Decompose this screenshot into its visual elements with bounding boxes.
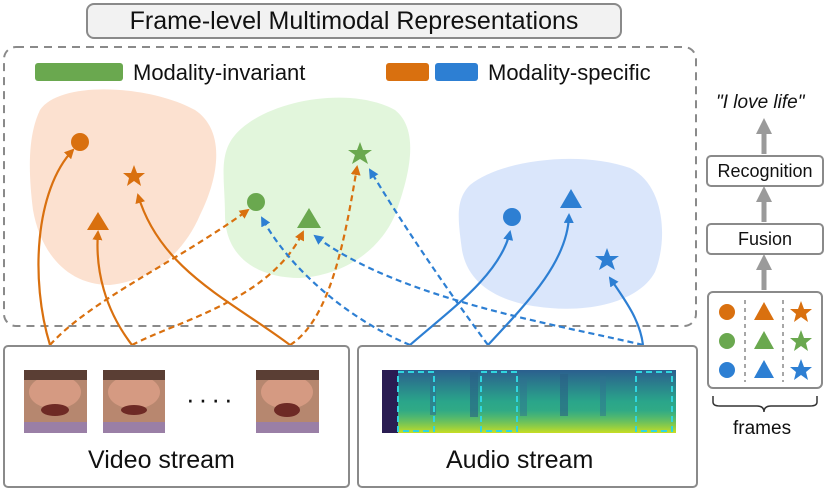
fusion-box: Fusion (706, 223, 824, 255)
recognition-output-text: "I love life" (716, 92, 805, 113)
video-frame-thumbnail (103, 370, 165, 433)
arrow-video-to-star (135, 193, 291, 346)
frame-invariant-star (790, 330, 812, 351)
legend-invariant-label: Modality-invariant (133, 60, 306, 85)
video-frame-thumbnail (256, 370, 319, 433)
audio-circle-symbol (503, 208, 521, 226)
video-star-symbol (123, 165, 145, 186)
frame-video-star (790, 301, 812, 322)
video-triangle-symbol (87, 212, 109, 230)
audio-spectrogram (382, 370, 676, 433)
arrow-audio-to-inv-circle (261, 216, 411, 347)
frame-invariant-circle (719, 333, 735, 349)
frame-audio-star (790, 359, 812, 380)
arrow-audio-to-triangle (487, 213, 574, 346)
video-circle-symbol (71, 133, 89, 151)
invariant-circle-symbol (247, 193, 265, 211)
video-stream-label: Video stream (88, 446, 235, 474)
arrow-audio-to-inv-star (368, 168, 489, 346)
arrow-video-to-circle (37, 148, 75, 346)
recognition-box: Recognition (706, 155, 824, 187)
modality-invariant-region (223, 97, 411, 278)
legend-audio-swatch (435, 63, 478, 81)
frames-brace (712, 396, 818, 413)
frame-video-triangle (754, 302, 774, 320)
audio-stream-label: Audio stream (446, 446, 594, 474)
frame-audio-triangle (754, 360, 774, 378)
arrow-video-to-inv-star (289, 165, 361, 346)
arrow-video-to-triangle (92, 230, 133, 346)
frames-label: frames (733, 418, 792, 439)
audio-star-symbol (595, 248, 619, 270)
arrow-audio-to-inv-triangle (313, 234, 644, 347)
invariant-triangle-symbol (297, 208, 321, 228)
video-specific-region (29, 89, 217, 286)
audio-triangle-symbol (560, 189, 582, 208)
arrow-video-to-inv-circle (49, 208, 250, 346)
legend-video-swatch (386, 63, 429, 81)
audio-specific-region (458, 158, 663, 309)
legend-specific-label: Modality-specific (488, 60, 651, 85)
frames-ellipsis: ···· (186, 384, 237, 414)
frame-audio-circle (719, 362, 735, 378)
representation-space-border (3, 46, 697, 327)
arrow-audio-to-circle (409, 230, 514, 346)
video-frame-thumbnail (24, 370, 87, 433)
arrow-audio-to-star (608, 276, 645, 346)
legend-invariant-swatch (35, 63, 123, 81)
invariant-star-symbol (348, 142, 372, 164)
frame-video-circle (719, 304, 735, 320)
frame-invariant-triangle (754, 331, 774, 349)
diagram-title: Frame-level Multimodal Representations (86, 3, 622, 39)
